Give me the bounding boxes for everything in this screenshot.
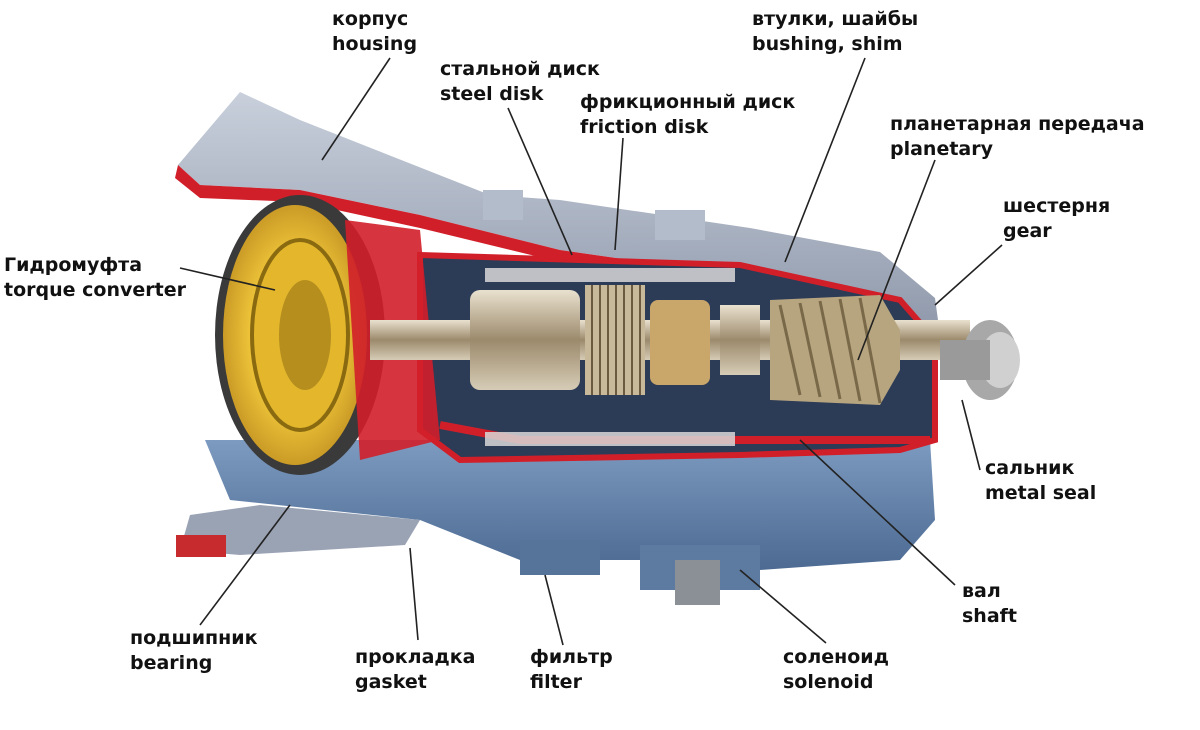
housing-leader (321, 57, 391, 161)
internal-gearset (370, 268, 1020, 446)
friction-disk-stack (585, 285, 645, 395)
filter-leader (544, 574, 564, 646)
gasket-leader (409, 547, 419, 641)
torque-converter-leader (179, 267, 276, 291)
metal-seal-leader (961, 399, 981, 471)
transmission-body (176, 440, 935, 605)
shaft-leader (799, 439, 956, 586)
planetary-leader (857, 159, 936, 361)
filter-part (520, 540, 600, 575)
gear-leader (934, 244, 1003, 306)
steel-disk-leader (507, 107, 573, 256)
solenoid-leader (739, 569, 827, 644)
bushing-leader (784, 57, 866, 263)
leader-lines (179, 57, 1003, 646)
output-flange (940, 320, 1020, 400)
bearing-leader (199, 504, 291, 626)
friction-disk-leader (614, 137, 624, 251)
planetary-gear-part (770, 295, 900, 405)
solenoid-part (675, 560, 720, 605)
torque-converter-part (215, 195, 440, 475)
